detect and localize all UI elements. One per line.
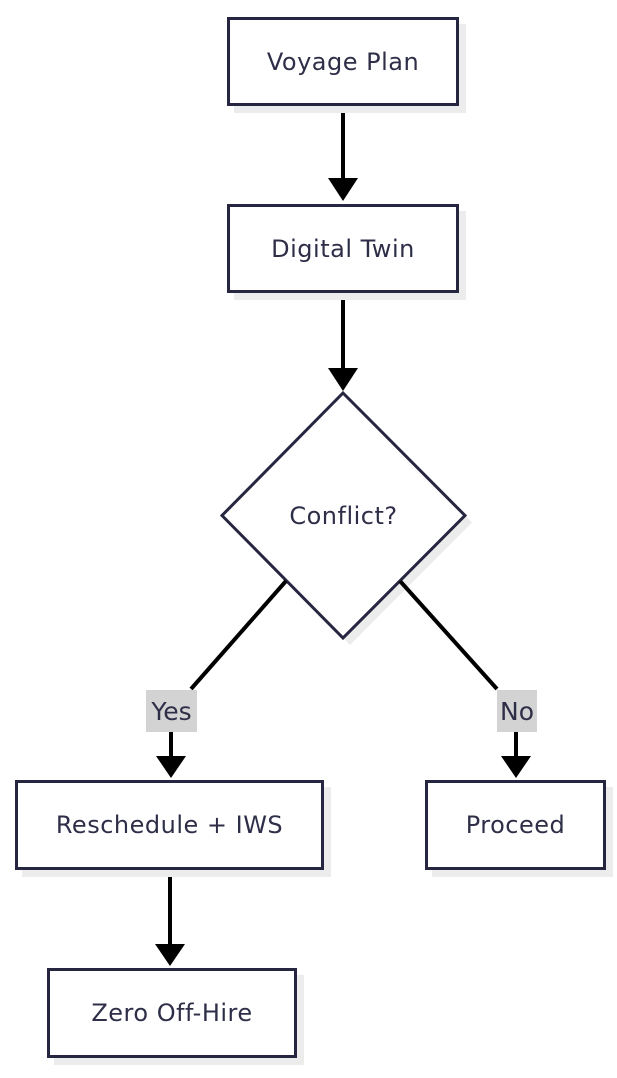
node-conflict-label: Conflict?	[289, 502, 398, 530]
node-conflict: Conflict?	[232, 497, 455, 535]
node-proceed-label: Proceed	[465, 811, 566, 839]
decision-diamond	[219, 390, 468, 641]
node-zero-off-hire: Zero Off-Hire	[47, 968, 297, 1058]
edge-conflict-to-yes	[189, 579, 288, 691]
node-zero-off-hire-label: Zero Off-Hire	[91, 999, 253, 1027]
arrow-voyage-to-digital-twin	[328, 106, 358, 201]
node-digital-twin: Digital Twin	[227, 204, 459, 293]
node-voyage-plan-label: Voyage Plan	[266, 47, 420, 76]
node-voyage-plan: Voyage Plan	[227, 17, 459, 106]
arrow-reschedule-to-zero-off-hire	[155, 870, 185, 966]
edge-label-yes-text: Yes	[151, 696, 192, 726]
node-digital-twin-label: Digital Twin	[271, 234, 415, 263]
arrow-digital-twin-to-conflict	[328, 293, 358, 391]
node-reschedule-iws-label: Reschedule + IWS	[55, 811, 284, 839]
arrow-no-to-proceed	[501, 732, 531, 778]
arrow-yes-to-reschedule	[156, 732, 186, 778]
node-reschedule-iws: Reschedule + IWS	[15, 780, 324, 870]
edge-label-yes: Yes	[146, 690, 197, 732]
edge-label-no: No	[497, 690, 537, 732]
edge-conflict-to-no	[398, 579, 499, 691]
edge-label-no-text: No	[500, 696, 534, 726]
node-proceed: Proceed	[425, 780, 606, 870]
